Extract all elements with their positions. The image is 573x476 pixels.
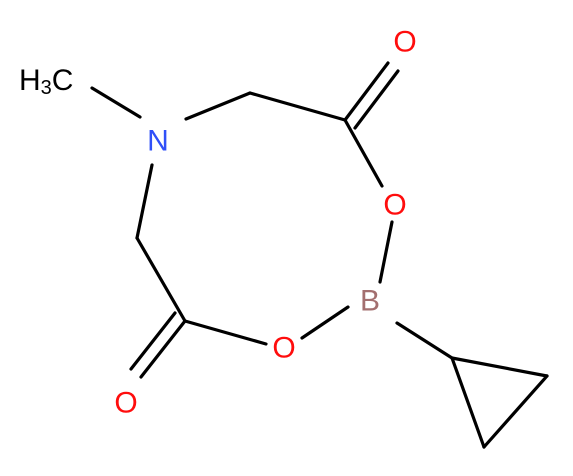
bond-c-ch2-lower <box>135 236 187 323</box>
methyl-h: H <box>19 64 41 97</box>
atom-oxygen-carbonyl-top: O <box>393 26 416 59</box>
bond-o-b-right <box>378 220 394 284</box>
bond-co-lower-2 <box>129 311 177 371</box>
atom-labels: H3C N O O B O O <box>19 26 417 420</box>
atom-nitrogen: N <box>147 125 169 158</box>
atom-oxygen-ring-bottom: O <box>272 332 295 365</box>
bond-cp-1 <box>450 356 549 378</box>
atom-oxygen-ring-right: O <box>383 189 406 222</box>
bond-ch2-c-upper <box>248 91 347 122</box>
bond-b-cyclopropyl <box>395 321 454 360</box>
atom-boron: B <box>360 285 380 318</box>
bond-c-o-right <box>343 118 384 188</box>
bonds <box>90 61 549 449</box>
methyl-c: C <box>52 64 74 97</box>
bond-cp-3 <box>450 356 486 449</box>
bond-ch2-n-lower <box>135 163 154 240</box>
bond-co-upper-1 <box>343 61 390 122</box>
bond-co-lower-1 <box>139 319 187 379</box>
bond-methyl-n <box>90 86 142 119</box>
bond-co-upper-2 <box>353 69 400 130</box>
methyl-subscript: 3 <box>41 77 52 99</box>
bond-b-o-bottom <box>300 305 350 340</box>
atom-oxygen-carbonyl-bottom: O <box>114 387 137 420</box>
bond-n-ch2-upper <box>184 91 252 121</box>
methyl-label: H3C <box>19 64 73 100</box>
bond-cp-2 <box>482 374 549 449</box>
bond-o-c-lower <box>183 319 268 346</box>
